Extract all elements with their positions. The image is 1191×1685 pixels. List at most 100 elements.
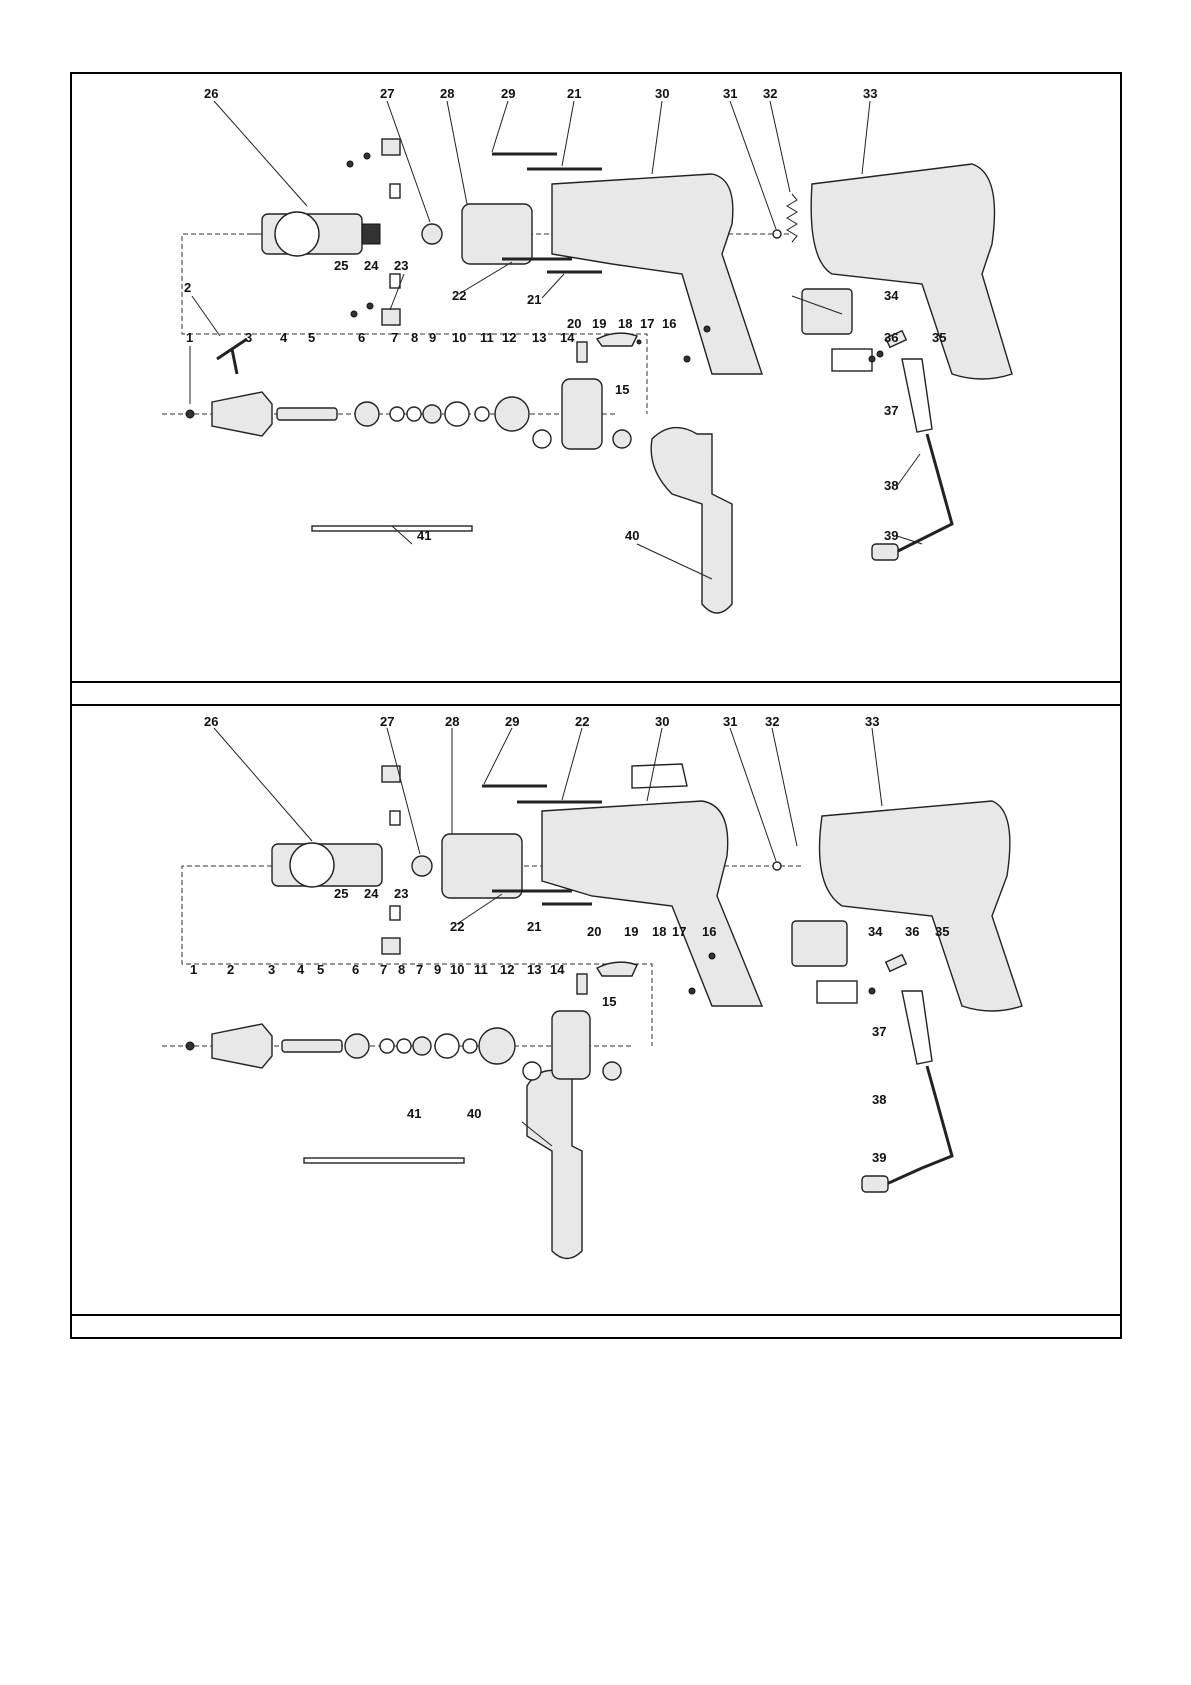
switch-part (802, 289, 852, 334)
callout-label: 2 (184, 280, 191, 295)
callout-label: 36 (884, 330, 898, 345)
callout-label: 19 (624, 924, 638, 939)
washer-part (445, 402, 469, 426)
callout-label: 26 (204, 86, 218, 101)
ring-part (397, 1039, 411, 1053)
callout-label: 1 (190, 962, 197, 977)
label-plate-part (632, 764, 687, 788)
screw-part (186, 410, 194, 418)
callout-label: 19 (592, 316, 606, 331)
side-handle-part (651, 428, 732, 613)
carbon-brush-top (390, 811, 400, 825)
washer-part (773, 862, 781, 870)
callout-label: 37 (872, 1024, 886, 1039)
callout-label: 27 (380, 714, 394, 729)
callout-label: 21 (527, 292, 541, 307)
callout-label: 41 (417, 528, 431, 543)
screw-part (367, 303, 373, 309)
bearing-part (603, 1062, 621, 1080)
callout-label: 17 (640, 316, 654, 331)
stator-part (462, 204, 532, 264)
screw-part (684, 356, 690, 362)
callout-label: 40 (467, 1106, 481, 1121)
power-cord-part (892, 434, 952, 554)
cord-sleeve-part (902, 991, 932, 1064)
callout-label: 18 (618, 316, 632, 331)
callout-label: 31 (723, 714, 737, 729)
callout-label: 7 (391, 330, 398, 345)
callout-label: 39 (872, 1150, 886, 1165)
bearing-part (345, 1034, 369, 1058)
callout-label: 5 (308, 330, 315, 345)
callout-label: 14 (550, 962, 565, 977)
callout-label: 28 (445, 714, 459, 729)
caption-strip-top (70, 681, 1122, 706)
brush-holder-top (382, 139, 400, 155)
switch-part (792, 921, 847, 966)
callout-label: 32 (765, 714, 779, 729)
callout-label: 15 (602, 994, 616, 1009)
callout-label: 10 (452, 330, 466, 345)
screw-part (186, 1042, 194, 1050)
capacitor-part (832, 349, 872, 371)
gear-part (413, 1037, 431, 1055)
screw-part (704, 326, 710, 332)
washer-part (773, 230, 781, 238)
housing-right-part (820, 801, 1023, 1011)
callout-label: 22 (452, 288, 466, 303)
gear-housing-part (562, 379, 602, 449)
callout-label: 2 (227, 962, 234, 977)
callout-label: 22 (450, 919, 464, 934)
carbon-brush-bottom (390, 274, 400, 288)
cord-clamp-part (886, 955, 907, 972)
ring-part (380, 1039, 394, 1053)
callout-label: 10 (450, 962, 464, 977)
bracket-part (577, 342, 587, 362)
plug-part (862, 1176, 888, 1192)
callout-label: 6 (352, 962, 359, 977)
chuck-part (212, 392, 272, 436)
exploded-view-drawing-bottom: 26 27 28 29 22 30 31 32 33 24 23 25 22 2… (72, 706, 1124, 1318)
callout-label: 39 (884, 528, 898, 543)
callout-label: 16 (662, 316, 676, 331)
gear-part (495, 397, 529, 431)
bearing-part (355, 402, 379, 426)
screw-part (347, 161, 353, 167)
callout-label: 3 (245, 330, 252, 345)
exploded-view-panel-top: 26 27 28 29 21 30 31 32 33 24 23 25 22 2… (70, 72, 1122, 683)
callout-label: 32 (763, 86, 777, 101)
brush-holder-bottom (382, 938, 400, 954)
callout-label: 8 (398, 962, 405, 977)
callout-label: 18 (652, 924, 666, 939)
gear-housing-part (552, 1011, 590, 1079)
screw-part (689, 988, 695, 994)
callout-label: 34 (868, 924, 883, 939)
callout-label: 7 (380, 962, 387, 977)
screw-part (351, 311, 357, 317)
ring-part (463, 1039, 477, 1053)
callout-label: 31 (723, 86, 737, 101)
screw-part (869, 356, 875, 362)
callout-label: 9 (429, 330, 436, 345)
brush-holder-bottom (382, 309, 400, 325)
chuck-part (212, 1024, 272, 1068)
ring-part (475, 407, 489, 421)
callout-label: 29 (501, 86, 515, 101)
callout-label: 25 (334, 258, 348, 273)
bushing-part (523, 1062, 541, 1080)
screw-part (877, 351, 883, 357)
spindle-part (282, 1040, 342, 1052)
callout-label: 23 (394, 886, 408, 901)
bushing-part (533, 430, 551, 448)
power-cord-part (882, 1066, 952, 1186)
washer-part (435, 1034, 459, 1058)
callout-label: 13 (527, 962, 541, 977)
spindle-part (277, 408, 337, 420)
side-handle-part (527, 1070, 582, 1258)
bearing-part (412, 856, 432, 876)
callout-label: 24 (364, 258, 379, 273)
stator-part (442, 834, 522, 898)
callout-label: 16 (702, 924, 716, 939)
carbon-brush-top (390, 184, 400, 198)
callout-label: 22 (575, 714, 589, 729)
